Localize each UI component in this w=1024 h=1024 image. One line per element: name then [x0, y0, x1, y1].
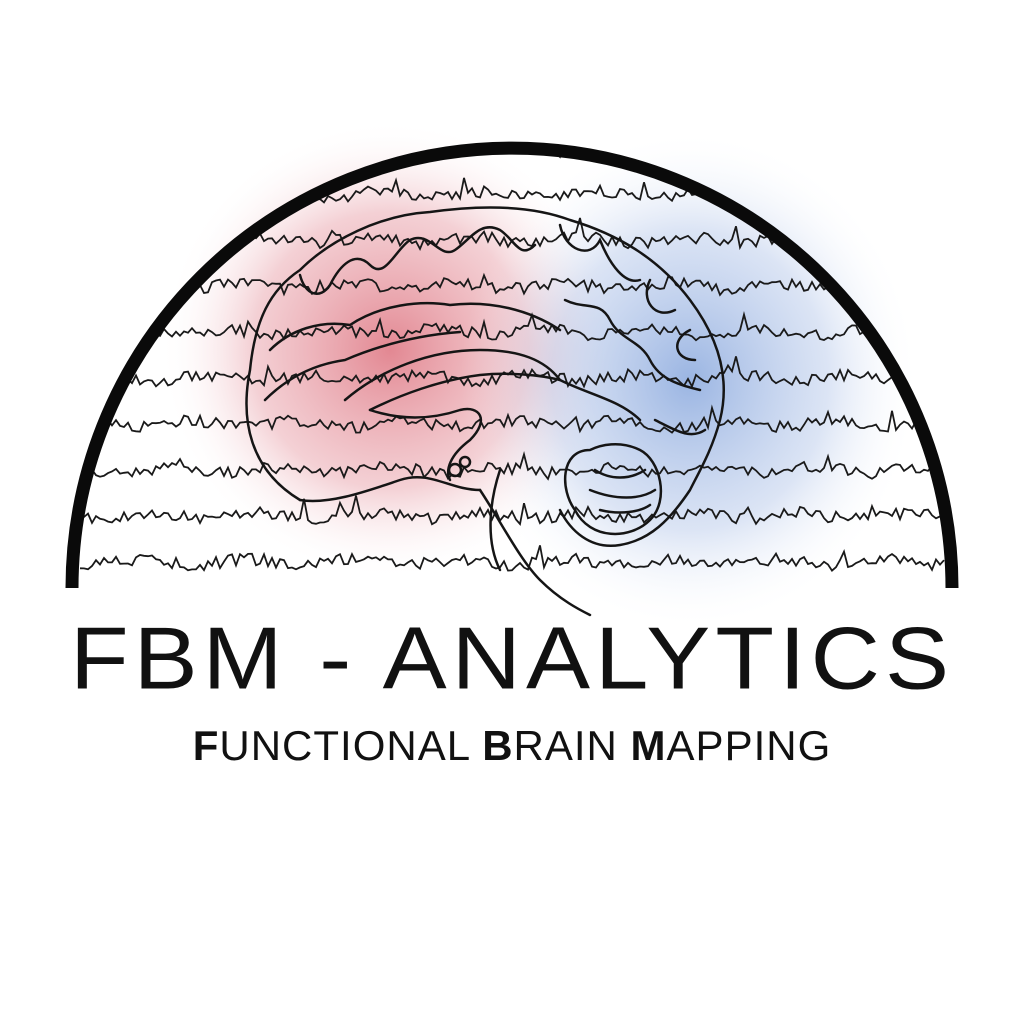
eeg-trace — [79, 267, 945, 297]
blue-activation-glow — [460, 130, 920, 630]
eeg-trace — [79, 311, 945, 342]
eeg-trace — [79, 356, 945, 389]
subtitle-word-brain: RAIN — [513, 722, 631, 769]
eeg-trace — [79, 545, 945, 572]
semicircle-arc — [65, 141, 959, 589]
brain-sagittal-drawing — [245, 206, 725, 617]
eeg-trace — [79, 495, 945, 526]
subtitle-word-mapping: APPING — [666, 722, 832, 769]
brand-title: FBM - ANALYTICS — [69, 609, 954, 708]
subtitle-initial-b: B — [482, 722, 514, 769]
subtitle-word-functional: UNCTIONAL — [219, 722, 483, 769]
brand-subtitle: FUNCTIONAL BRAIN MAPPING — [0, 722, 1024, 770]
eeg-trace — [79, 404, 945, 434]
eeg-trace — [79, 451, 945, 481]
subtitle-initial-f: F — [192, 722, 220, 769]
subtitle-initial-m: M — [630, 722, 667, 769]
